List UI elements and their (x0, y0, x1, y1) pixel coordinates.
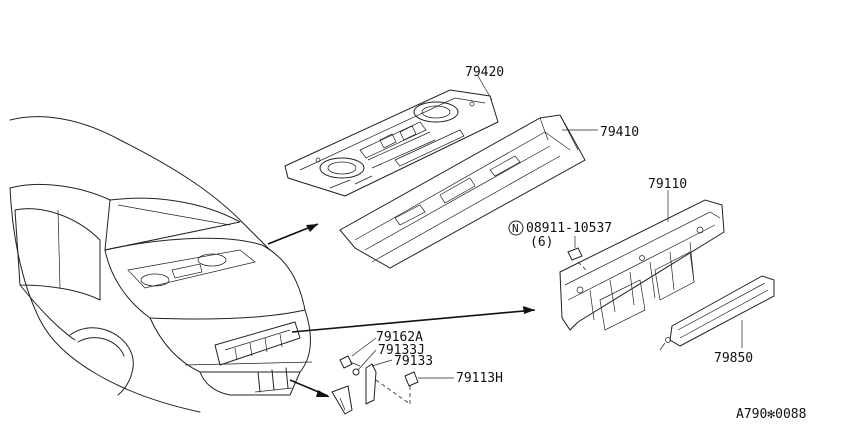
callout-79133J: 79133J (378, 343, 425, 358)
arrows (267, 223, 536, 397)
nut-symbol-circle (508, 220, 524, 236)
rear-waist-panel-part (339, 114, 598, 269)
small-fasteners (331, 337, 454, 415)
callout-79850: 79850 (714, 351, 753, 366)
callout-79133: 79133 (394, 354, 433, 369)
callout-79410: 79410 (600, 125, 639, 140)
callout-nut-qty: (6) (530, 235, 553, 250)
callout-79110: 79110 (648, 177, 687, 192)
rear-finisher-part (659, 275, 775, 351)
nut-symbol-letter: N (512, 222, 519, 235)
callout-08911-10537: 08911-10537 (526, 221, 612, 236)
nut-part (508, 220, 589, 273)
rear-parcel-shelf-part (284, 75, 499, 197)
callout-79113H: 79113H (456, 371, 503, 386)
car-body-illustration (9, 116, 313, 413)
rear-panel-part (559, 190, 725, 331)
callout-79162A: 79162A (376, 330, 423, 345)
callout-79420: 79420 (465, 65, 504, 80)
diagram-code: A790✻0088 (736, 407, 806, 422)
